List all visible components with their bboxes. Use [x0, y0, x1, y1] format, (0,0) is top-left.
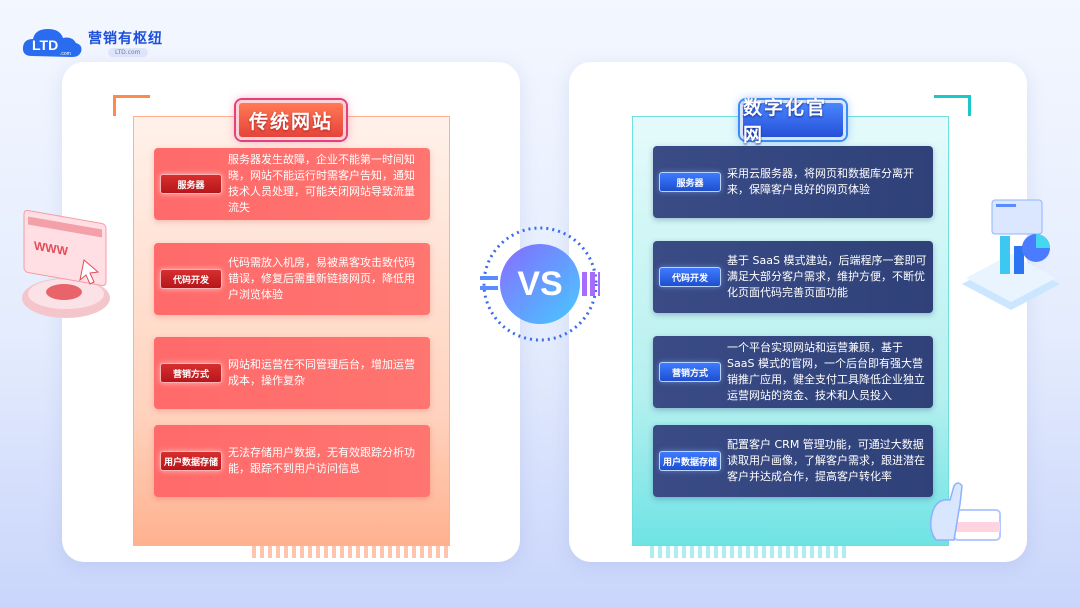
svg-text:LTD: LTD — [32, 37, 58, 53]
svg-text:.com: .com — [60, 51, 71, 57]
traditional-row-server: 服务器 服务器发生故障，企业不能第一时间知晓，网站不能运行时需客户告知，通知技术… — [154, 148, 430, 220]
brand-logo: LTD .com 营销有枢纽 LTD.com — [20, 22, 170, 62]
corner-bracket-right — [934, 95, 971, 116]
brand-name: 营销有枢纽 — [88, 31, 163, 47]
digital-row-data: 用户数据存储 配置客户 CRM 管理功能，可通过大数据读取用户画像，了解客户需求… — [653, 425, 933, 497]
traditional-row-marketing: 营销方式 网站和运营在不同管理后台，增加运营成本，操作复杂 — [154, 337, 430, 409]
traditional-row-code: 代码开发 代码需放入机房，易被黑客攻击致代码错误，修复后需重新链接网页，降低用户… — [154, 243, 430, 315]
row-description: 一个平台实现网站和运营兼顾，基于 SaaS 模式的官网，一个后台即有强大营销推广… — [727, 341, 925, 402]
thumbs-up-icon — [929, 482, 1001, 541]
row-tag: 服务器 — [160, 174, 222, 194]
vs-badge-icon: VS — [480, 226, 600, 342]
digital-title: 数字化官网 — [740, 97, 846, 146]
brand-tagline: LTD.com — [108, 48, 148, 57]
digital-row-code: 代码开发 基于 SaaS 模式建站，后端程序一套即可满足大部分客户需求，维护方便… — [653, 241, 933, 313]
row-description: 代码需放入机房，易被黑客攻击致代码错误，修复后需重新链接网页，降低用户浏览体验 — [228, 256, 415, 301]
row-tag: 服务器 — [659, 172, 721, 192]
svg-text:WWW: WWW — [34, 239, 69, 259]
traditional-title: 传统网站 — [236, 100, 346, 140]
row-tag: 营销方式 — [160, 363, 222, 383]
row-tag: 用户数据存储 — [659, 451, 721, 471]
row-description: 网站和运营在不同管理后台，增加运营成本，操作复杂 — [228, 358, 415, 387]
row-tag: 营销方式 — [659, 362, 721, 382]
corner-bracket-left — [113, 95, 150, 116]
traditional-row-data: 用户数据存储 无法存储用户数据，无有效跟踪分析功能，跟踪不到用户访问信息 — [154, 425, 430, 497]
row-description: 基于 SaaS 模式建站，后端程序一套即可满足大部分客户需求，维护方便，不断优化… — [727, 254, 927, 299]
row-tag: 代码开发 — [160, 269, 222, 289]
digital-row-server: 服务器 采用云服务器，将网页和数据库分离开来，保障客户良好的网页体验 — [653, 146, 933, 218]
decorative-stripes-left — [252, 546, 452, 558]
svg-text:VS: VS — [517, 265, 562, 303]
cloud-logo-icon: LTD .com — [22, 29, 82, 57]
row-description: 采用云服务器，将网页和数据库分离开来，保障客户良好的网页体验 — [727, 167, 914, 196]
chart-platform-icon — [962, 199, 1060, 310]
decorative-stripes-right — [650, 546, 850, 558]
row-description: 配置客户 CRM 管理功能，可通过大数据读取用户画像，了解客户需求，跟进潜在客户… — [727, 438, 925, 483]
www-browser-icon: WWW — [22, 209, 110, 318]
row-description: 无法存储用户数据，无有效跟踪分析功能，跟踪不到用户访问信息 — [228, 446, 415, 475]
row-tag: 用户数据存储 — [160, 451, 222, 471]
digital-row-marketing: 营销方式 一个平台实现网站和运营兼顾，基于 SaaS 模式的官网，一个后台即有强… — [653, 336, 933, 408]
row-tag: 代码开发 — [659, 267, 721, 287]
row-description: 服务器发生故障，企业不能第一时间知晓，网站不能运行时需客户告知，通知技术人员处理… — [228, 153, 415, 214]
